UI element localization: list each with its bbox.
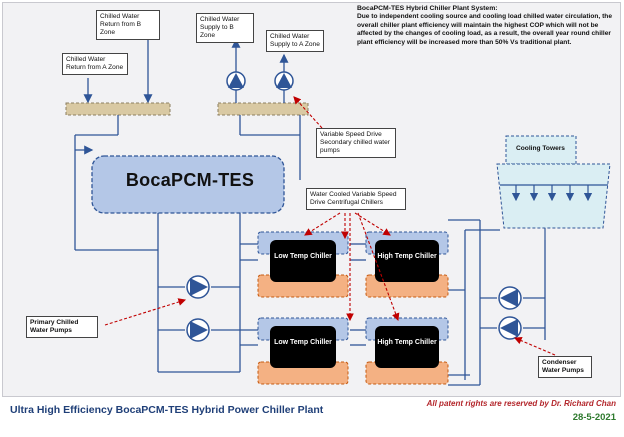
footer-date: 28-5-2021: [572, 412, 616, 423]
condenser-pump-1[interactable]: [498, 286, 522, 310]
label-condenser-pumps: Condenser Water Pumps: [538, 356, 592, 378]
primary-pump-1[interactable]: [186, 275, 210, 299]
tes-tank: [91, 155, 285, 214]
chiller-3-label: Low Temp Chiller: [274, 339, 332, 346]
cooling-tower: [496, 135, 611, 240]
system-description-body: Due to independent cooling source and co…: [357, 13, 612, 46]
chiller-2-label: High Temp Chiller: [377, 253, 437, 260]
footer-rights: All patent rights are reserved by Dr. Ri…: [426, 399, 616, 408]
chiller-2: [365, 231, 449, 298]
system-description-title: BocaPCM-TES Hybrid Chiller Plant System:: [357, 5, 498, 12]
zone-return-pipes: [83, 40, 153, 104]
footer-title: Ultra High Efficiency BocaPCM-TES Hybrid…: [10, 404, 324, 416]
return-header: [65, 102, 171, 116]
secondary-pump-a[interactable]: [274, 71, 294, 91]
primary-loop-pipes: [157, 219, 546, 386]
chiller-4: [365, 317, 449, 385]
label-supply-a: Chilled Water Supply to A Zone: [266, 30, 324, 52]
secondary-pump-b[interactable]: [226, 71, 246, 91]
chiller-4-label: High Temp Chiller: [377, 339, 437, 346]
label-cooling-towers: Cooling Towers: [516, 145, 565, 152]
chiller-1: [257, 231, 349, 298]
tes-title: BocaPCM-TES: [125, 170, 255, 190]
label-chillers-group: Water Cooled Variable Speed Drive Centri…: [306, 188, 406, 210]
chiller-3: [257, 317, 349, 385]
condenser-pump-2[interactable]: [498, 316, 522, 340]
primary-pump-2[interactable]: [186, 318, 210, 342]
label-return-b: Chilled Water Return from B Zone: [96, 10, 160, 40]
label-return-a: Chilled Water Return from A Zone: [62, 53, 128, 75]
distribution-pipes: [74, 38, 301, 265]
system-description: BocaPCM-TES Hybrid Chiller Plant System:…: [357, 5, 615, 47]
label-supply-b: Chilled Water Supply to B Zone: [196, 13, 254, 43]
label-primary-pumps: Primary Chilled Water Pumps: [26, 316, 98, 338]
chiller-1-label: Low Temp Chiller: [274, 253, 332, 260]
label-vsd-pumps: Variable Speed Drive Secondary chilled w…: [316, 128, 396, 158]
supply-header: [217, 102, 309, 116]
callout-lines: [104, 96, 556, 356]
